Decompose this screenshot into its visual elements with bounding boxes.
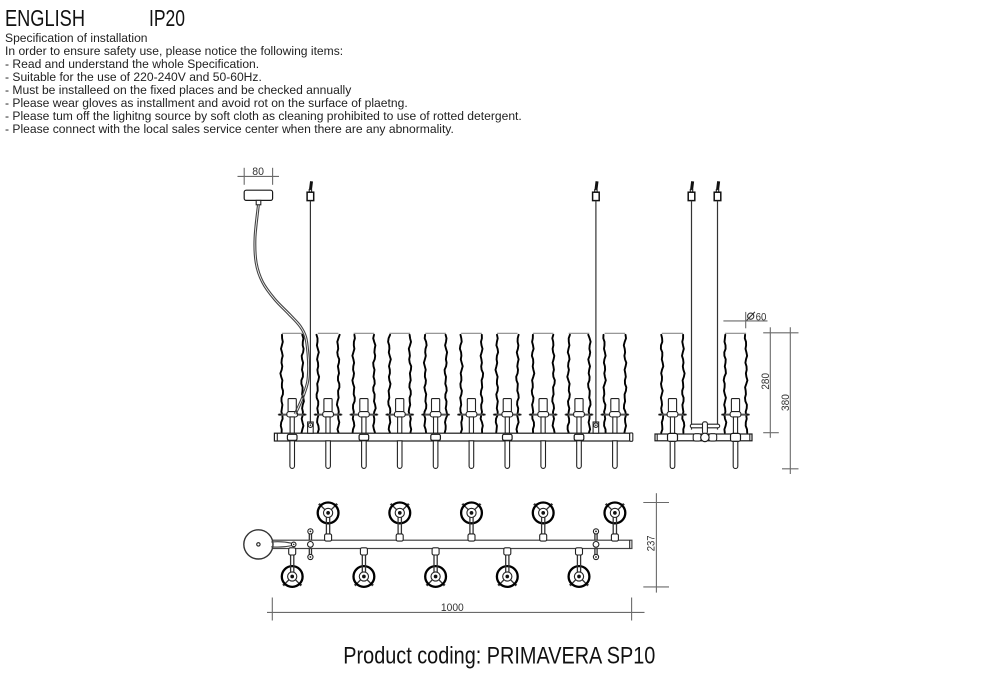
svg-text:1000: 1000 [441,602,464,614]
svg-text:80: 80 [252,166,264,178]
svg-text:- Please wear gloves as instal: - Please wear gloves as installment and … [5,96,408,110]
svg-text:- Read and understand the whol: - Read and understand the whole Specific… [5,57,259,71]
svg-text:Product coding: PRIMAVERA SP10: Product coding: PRIMAVERA SP10 [343,643,655,670]
svg-text:280: 280 [760,373,772,390]
svg-text:237: 237 [645,536,657,552]
svg-text:Specification of installation: Specification of installation [5,31,148,45]
svg-text:IP20: IP20 [149,5,185,31]
svg-text:380: 380 [780,394,792,411]
svg-text:- Please tum off the lighitng: - Please tum off the lighitng source by … [5,109,522,123]
svg-text:In order to ensure safety use,: In order to ensure safety use, please no… [5,44,343,58]
svg-text:- Suitable for the use of 220-: - Suitable for the use of 220-240V and 5… [5,70,262,84]
svg-text:- Please connect with the loca: - Please connect with the local sales se… [5,122,454,136]
svg-text:ENGLISH: ENGLISH [5,5,85,31]
svg-text:- Must be installeed on the fi: - Must be installeed on the fixed places… [5,83,352,97]
svg-text:60: 60 [756,311,767,323]
